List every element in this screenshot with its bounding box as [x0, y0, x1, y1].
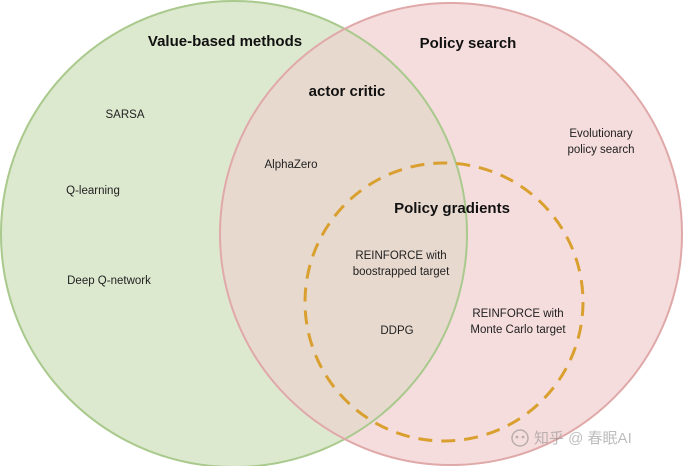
watermark-text: 知乎 @ 春眠AI [534, 430, 632, 447]
item-deep-q-network: Deep Q-network [67, 275, 151, 287]
actor-critic-overlap [219, 2, 468, 466]
item-alphazero: AlphaZero [264, 159, 317, 171]
item-q-learning: Q-learning [66, 185, 120, 197]
policy-gradients-label: Policy gradients [394, 200, 510, 217]
value-based-label: Value-based methods [148, 33, 302, 50]
item-reinforce-boot-line2: boostrapped target [353, 266, 450, 278]
item-reinforce-mc-line2: Monte Carlo target [470, 324, 566, 336]
item-sarsa: SARSA [106, 109, 145, 121]
item-reinforce-boot-line1: REINFORCE with [355, 250, 446, 262]
item-reinforce-mc-line1: REINFORCE with [472, 308, 563, 320]
value-based-outline [0, 0, 468, 466]
item-ddpg: DDPG [380, 325, 413, 337]
item-evolutionary-line2: policy search [567, 144, 634, 156]
watermark-logo-icon [511, 429, 529, 447]
policy-search-label: Policy search [420, 35, 517, 52]
item-evolutionary-line1: Evolutionary [569, 128, 633, 140]
policy-search-outline [219, 2, 683, 466]
actor-critic-label: actor critic [309, 83, 386, 100]
policy-gradients-circle [303, 161, 585, 443]
watermark: 知乎 @ 春眠AI [511, 429, 632, 447]
